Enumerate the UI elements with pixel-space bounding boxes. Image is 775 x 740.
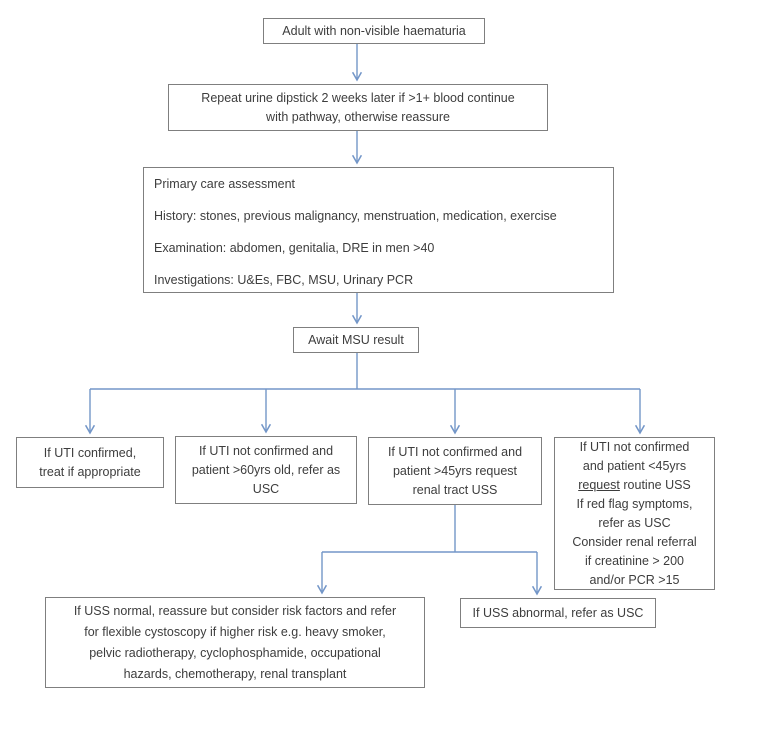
node-start: Adult with non-visible haematuria bbox=[263, 18, 485, 44]
node-uss-normal-line: for flexible cystoscopy if higher risk e… bbox=[84, 624, 386, 639]
node-uti-line: If UTI confirmed, bbox=[43, 445, 137, 460]
node-uss-normal-line: hazards, chemotherapy, renal transplant bbox=[123, 666, 347, 681]
node-uss-normal-line: pelvic radiotherapy, cyclophosphamide, o… bbox=[89, 645, 381, 660]
node-over60-line: patient >60yrs old, refer as bbox=[191, 462, 341, 477]
node-not-confirmed-under45: If UTI not confirmed and patient <45yrs … bbox=[554, 437, 715, 590]
node-uti-confirmed: If UTI confirmed, treat if appropriate bbox=[16, 437, 164, 488]
node-under45-line: If UTI not confirmed bbox=[579, 439, 690, 454]
node-uss-normal: If USS normal, reassure but consider ris… bbox=[45, 597, 425, 688]
node-under45-line-rest: routine USS bbox=[619, 477, 691, 492]
node-not-confirmed-over45: If UTI not confirmed and patient >45yrs … bbox=[368, 437, 542, 505]
node-over45-line: patient >45yrs request bbox=[392, 463, 518, 478]
node-repeat-line: with pathway, otherwise reassure bbox=[266, 109, 450, 124]
node-under45-line: Consider renal referral bbox=[572, 534, 697, 549]
node-repeat-line: Repeat urine dipstick 2 weeks later if >… bbox=[201, 90, 515, 105]
node-primary-care-assessment: Primary care assessment History: stones,… bbox=[143, 167, 614, 293]
node-over60-line: If UTI not confirmed and bbox=[198, 443, 334, 458]
node-over60-line: USC bbox=[252, 481, 280, 496]
primary-care-heading: Primary care assessment bbox=[154, 177, 296, 191]
node-under45-line: and/or PCR >15 bbox=[589, 572, 680, 587]
node-repeat-dipstick: Repeat urine dipstick 2 weeks later if >… bbox=[168, 84, 548, 131]
node-under45-line: if creatinine > 200 bbox=[584, 553, 685, 568]
node-uss-normal-line: If USS normal, reassure but consider ris… bbox=[73, 603, 397, 618]
node-not-confirmed-over60: If UTI not confirmed and patient >60yrs … bbox=[175, 436, 357, 504]
node-uss-abnormal-label: If USS abnormal, refer as USC bbox=[472, 605, 644, 620]
node-under45-line: and patient <45yrs bbox=[582, 458, 687, 473]
primary-care-investigations: Investigations: U&Es, FBC, MSU, Urinary … bbox=[154, 273, 414, 287]
node-over45-line: If UTI not confirmed and bbox=[387, 444, 523, 459]
node-await-msu-result: Await MSU result bbox=[293, 327, 419, 353]
node-uti-line: treat if appropriate bbox=[39, 464, 141, 479]
node-under45-line: If red flag symptoms, bbox=[576, 496, 693, 511]
node-under45-line: request routine USS bbox=[555, 476, 714, 495]
primary-care-history: History: stones, previous malignancy, me… bbox=[154, 209, 557, 223]
underlined-word: request bbox=[578, 477, 620, 492]
node-over45-line: renal tract USS bbox=[412, 482, 498, 497]
node-under45-line: refer as USC bbox=[598, 515, 671, 530]
primary-care-examination: Examination: abdomen, genitalia, DRE in … bbox=[154, 241, 435, 255]
node-uss-abnormal: If USS abnormal, refer as USC bbox=[460, 598, 656, 628]
node-await-label: Await MSU result bbox=[308, 332, 404, 347]
node-start-label: Adult with non-visible haematuria bbox=[282, 23, 466, 38]
